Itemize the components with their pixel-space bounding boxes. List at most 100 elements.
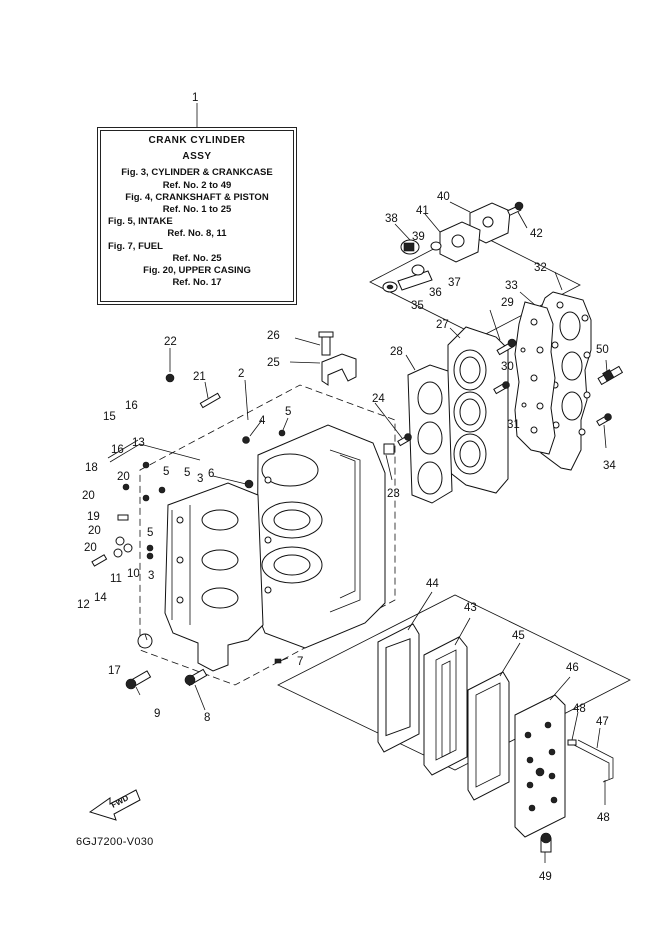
callout-16: 16 (125, 400, 138, 412)
callout-6: 6 (208, 468, 214, 480)
callout-18: 18 (85, 462, 98, 474)
callout-28: 28 (390, 346, 403, 358)
callout-43: 43 (464, 602, 477, 614)
callout-50: 50 (596, 344, 609, 356)
callout-14: 14 (94, 592, 107, 604)
callout-20: 20 (84, 542, 97, 554)
assy-fig-3: Fig. 3, CYLINDER & CRANKCASE (121, 167, 273, 179)
assy-fig-4: Fig. 4, CRANKSHAFT & PISTON (125, 191, 269, 203)
callout-5: 5 (147, 527, 153, 539)
callout-49: 49 (539, 871, 552, 883)
assy-fig-7: Fig. 7, FUEL (108, 240, 163, 252)
head-gasket-33 (514, 301, 556, 455)
callout-21: 21 (193, 371, 206, 383)
assy-title-line1: CRANK CYLINDER (148, 135, 246, 146)
callout-10: 10 (127, 568, 140, 580)
assy-ref-5: Ref. No. 8, 11 (167, 228, 227, 240)
callout-41: 41 (416, 205, 429, 217)
callout-39: 39 (412, 231, 425, 243)
callout-11: 11 (110, 573, 122, 585)
callout-20: 20 (117, 471, 130, 483)
assy-ref-7: Ref. No. 25 (172, 252, 222, 264)
callout-38: 38 (385, 213, 398, 225)
callout-12: 12 (77, 599, 90, 611)
exhaust-gasket-45 (467, 671, 510, 801)
callout-23: 23 (387, 488, 400, 500)
callout-24: 24 (372, 393, 385, 405)
callout-5: 5 (163, 466, 169, 478)
callout-20: 20 (88, 525, 101, 537)
cylinder-block (256, 424, 386, 649)
callout-48: 48 (597, 812, 610, 824)
small-fasteners (91, 373, 286, 690)
callout-32: 32 (534, 262, 547, 274)
callout-36: 36 (429, 287, 442, 299)
callout-4: 4 (259, 415, 266, 427)
callout-34: 34 (603, 460, 616, 472)
callout-29: 29 (501, 297, 514, 309)
exhaust-outer-cover-46 (514, 694, 566, 838)
exhaust-inner-cover-43 (423, 636, 468, 776)
bolts-head (383, 338, 612, 455)
callout-42: 42 (530, 228, 543, 240)
callout-26: 26 (267, 330, 280, 342)
spark-plug-50 (597, 365, 624, 386)
callout-33: 33 (505, 280, 518, 292)
callout-13: 13 (132, 437, 145, 449)
callout-27: 27 (436, 319, 449, 331)
callout-30: 30 (501, 361, 514, 373)
callout-47: 47 (596, 716, 609, 728)
assy-ref-4: Ref. No. 1 to 25 (162, 204, 232, 216)
fwd-arrow-icon (88, 789, 141, 821)
callout-16: 16 (111, 444, 124, 456)
callout-31: 31 (507, 419, 520, 431)
callout-5: 5 (285, 406, 291, 418)
callout-37: 37 (448, 277, 461, 289)
valve-spring-set (382, 264, 433, 293)
callout-leaders (135, 201, 608, 863)
cylinder-gasket-28 (407, 364, 453, 504)
callout-45: 45 (512, 630, 525, 642)
callout-19: 19 (87, 511, 100, 523)
callout-9: 9 (154, 708, 160, 720)
callout-40: 40 (437, 191, 450, 203)
crank-cylinder-assy-box: CRANK CYLINDER ASSY Fig. 3, CYLINDER & C… (97, 127, 297, 305)
callout-3: 3 (197, 473, 203, 485)
assy-ref-3: Ref. No. 2 to 49 (162, 179, 232, 191)
cylinder-head-27 (447, 326, 509, 494)
assy-fig-20: Fig. 20, UPPER CASING (143, 265, 251, 277)
bolt-42 (507, 201, 524, 216)
pin-48 (567, 739, 577, 746)
callout-1: 1 (192, 92, 198, 104)
crank-cylinder-assy-outline (139, 384, 396, 686)
assy-fig-5: Fig. 5, INTAKE (108, 216, 173, 228)
assy-title-line2: ASSY (182, 151, 212, 163)
callout-22: 22 (164, 336, 177, 348)
bolt-26 (318, 331, 334, 356)
callout-48: 48 (573, 703, 586, 715)
hose-47 (573, 739, 614, 783)
callout-17: 17 (108, 665, 121, 677)
callout-3: 3 (148, 570, 154, 582)
exhaust-gasket-44 (377, 623, 420, 753)
callout-35: 35 (411, 300, 424, 312)
callout-numbers: 1 2 3 3 4 5 5 5 5 6 7 8 9 10 11 12 13 14… (77, 92, 616, 883)
bracket-25 (321, 353, 357, 386)
callout-8: 8 (204, 712, 210, 724)
callout-44: 44 (426, 578, 439, 590)
bolt-49 (540, 832, 552, 853)
hose-15 (107, 439, 201, 463)
callout-25: 25 (267, 357, 280, 369)
callout-15: 15 (103, 411, 116, 423)
thermostat-gasket (439, 221, 481, 263)
callout-5: 5 (184, 467, 190, 479)
callout-7: 7 (297, 656, 303, 668)
diagram-code: 6GJ7200-V030 (76, 836, 154, 848)
callout-2: 2 (238, 368, 244, 380)
callout-20: 20 (82, 490, 95, 502)
crankcase (164, 482, 264, 672)
callout-46: 46 (566, 662, 579, 674)
assy-ref-20: Ref. No. 17 (172, 277, 222, 289)
